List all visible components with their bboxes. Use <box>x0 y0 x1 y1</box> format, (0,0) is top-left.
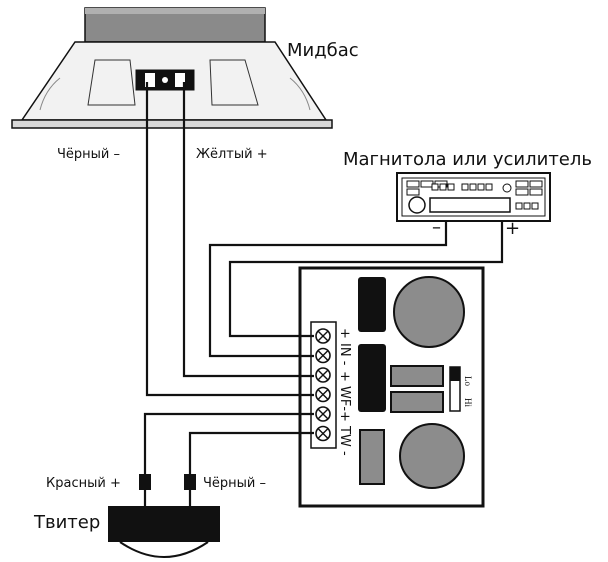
black-minus-bottom-label: Чёрный – <box>203 476 266 491</box>
wire-midbass-black <box>145 82 314 397</box>
tweeter-label: Твитер <box>33 512 100 533</box>
terminal-screw-cross <box>317 389 329 400</box>
switch-lo-label: Lo <box>463 376 473 386</box>
resistor-3 <box>359 429 385 485</box>
crossover-box <box>298 266 485 508</box>
terminal-screw-cross <box>317 408 329 420</box>
switch-hi-label: Hi <box>463 398 473 407</box>
connector-black <box>184 474 196 490</box>
coil-top <box>393 276 465 348</box>
terminal-screw-cross <box>317 330 329 342</box>
yellow-plus-label: Жёлтый + <box>196 147 268 162</box>
resistor-2 <box>390 391 444 413</box>
wire-tweeter-black <box>188 431 314 508</box>
terminal-label-tw: + TW - <box>337 411 352 456</box>
capacitor-top <box>358 277 386 332</box>
red-plus-label: Красный + <box>46 476 121 491</box>
terminal-screw-cross <box>317 350 329 361</box>
black-minus-top-label: Чёрный – <box>57 147 120 162</box>
terminal-label-in: + IN - <box>337 328 352 366</box>
tweeter <box>108 506 220 558</box>
wire-midbass-yellow <box>182 82 314 378</box>
connector-red <box>139 474 151 490</box>
terminal-screw-cross <box>317 369 329 381</box>
head-unit <box>396 172 551 222</box>
midbass-speaker <box>11 7 333 129</box>
terminal-label-wf: + WF- <box>337 371 352 411</box>
capacitor-middle <box>358 344 386 412</box>
amp-label: Магнитола или усилитель <box>343 149 592 170</box>
terminal-screw-cross <box>317 428 329 439</box>
amp-plus-label: + <box>505 218 520 239</box>
wire-tweeter-red <box>143 412 314 508</box>
resistor-1 <box>390 365 444 387</box>
wire-amp-plus <box>228 221 504 338</box>
speaker-rim <box>11 119 333 129</box>
wire-amp-minus <box>208 221 448 358</box>
terminal-screws <box>315 328 331 442</box>
coil-bottom <box>399 423 465 489</box>
midbass-label: Мидбас <box>287 40 359 61</box>
amp-minus-label: – <box>432 217 441 238</box>
